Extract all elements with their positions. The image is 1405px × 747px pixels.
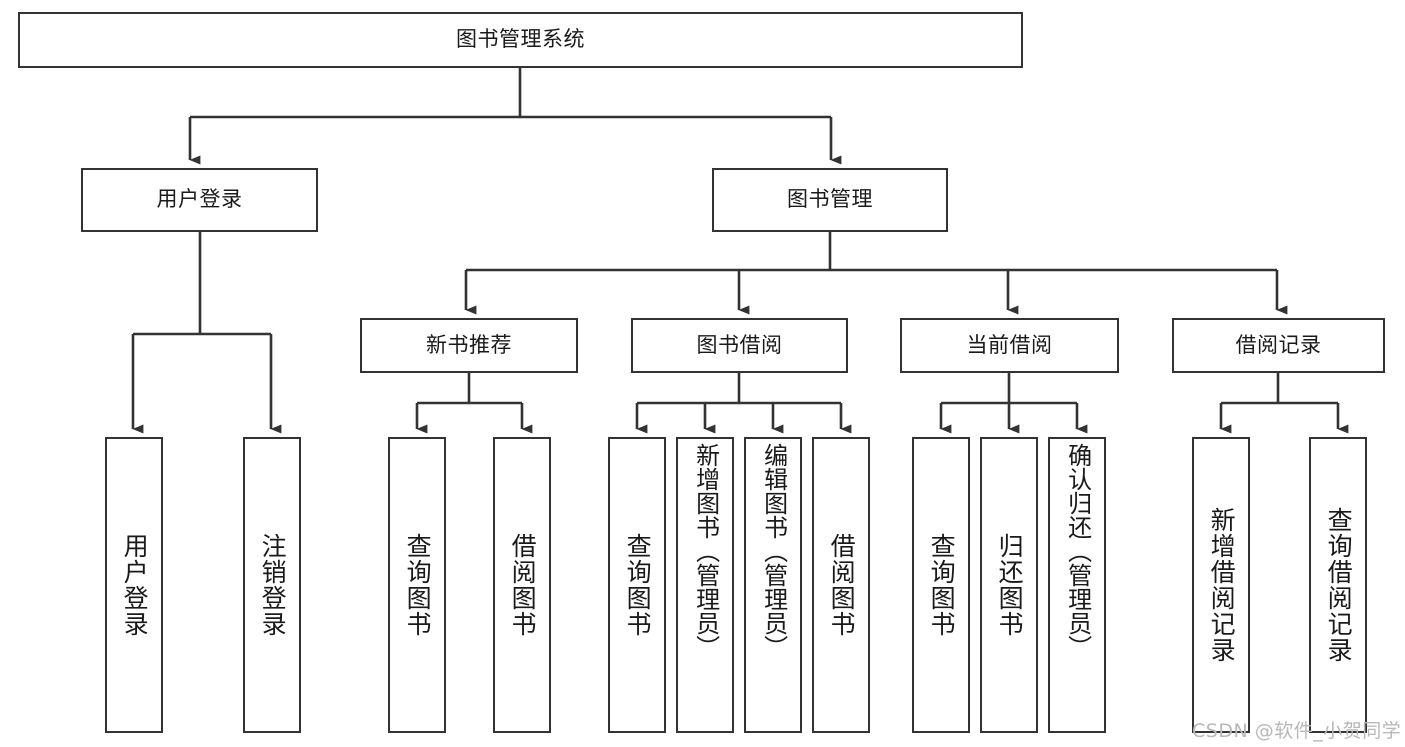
- node-label: 新增图书（管理员）: [691, 443, 720, 659]
- node-label: 新增借阅记录: [1207, 507, 1237, 663]
- node-label: 借阅图书: [508, 533, 538, 637]
- node-label: 借阅图书: [827, 533, 857, 637]
- node-label: 查询图书: [623, 533, 653, 637]
- node-label: 用户登录: [156, 187, 243, 212]
- node-label: 查询借阅记录: [1324, 507, 1354, 663]
- node-label: 归还图书: [995, 533, 1025, 637]
- leaf-borrow-book-recommend[interactable]: 借阅图书: [493, 437, 551, 733]
- leaf-user-login[interactable]: 用户登录: [105, 437, 163, 733]
- node-label: 确认归还（管理员）: [1063, 443, 1092, 659]
- leaf-logout-login[interactable]: 注销登录: [243, 437, 301, 733]
- node-book-management[interactable]: 图书管理: [712, 168, 948, 232]
- leaf-confirm-return-admin[interactable]: 确认归还（管理员）: [1048, 437, 1106, 733]
- node-label: 新书推荐: [426, 332, 512, 357]
- leaf-add-borrow-record[interactable]: 新增借阅记录: [1192, 437, 1250, 733]
- node-label: 借阅记录: [1235, 332, 1322, 357]
- node-label: 查询图书: [927, 533, 957, 637]
- node-book-borrow[interactable]: 图书借阅: [631, 318, 848, 373]
- node-label: 查询图书: [403, 533, 433, 637]
- node-new-book-recommend[interactable]: 新书推荐: [360, 318, 578, 373]
- leaf-edit-book-admin[interactable]: 编辑图书（管理员）: [744, 437, 802, 733]
- node-label: 图书借阅: [696, 332, 783, 357]
- node-current-borrow[interactable]: 当前借阅: [900, 318, 1119, 373]
- node-label: 注销登录: [258, 533, 288, 637]
- leaf-query-book-current[interactable]: 查询图书: [912, 437, 970, 733]
- watermark-text: CSDN @软件_小贺同学: [1192, 720, 1402, 742]
- node-borrow-record[interactable]: 借阅记录: [1172, 318, 1385, 373]
- leaf-query-book-recommend[interactable]: 查询图书: [388, 437, 446, 733]
- leaf-query-borrow-record[interactable]: 查询借阅记录: [1309, 437, 1367, 733]
- node-label: 图书管理: [787, 187, 873, 212]
- node-label: 编辑图书（管理员）: [759, 443, 788, 659]
- leaf-borrow-book[interactable]: 借阅图书: [812, 437, 870, 733]
- leaf-add-book-admin[interactable]: 新增图书（管理员）: [676, 437, 734, 733]
- node-label: 用户登录: [120, 533, 150, 637]
- leaf-return-book[interactable]: 归还图书: [980, 437, 1038, 733]
- node-user-login[interactable]: 用户登录: [81, 168, 318, 232]
- leaf-query-book-borrow[interactable]: 查询图书: [608, 437, 666, 733]
- node-label: 图书管理系统: [456, 27, 585, 52]
- node-label: 当前借阅: [966, 332, 1053, 357]
- node-root-system[interactable]: 图书管理系统: [18, 12, 1023, 68]
